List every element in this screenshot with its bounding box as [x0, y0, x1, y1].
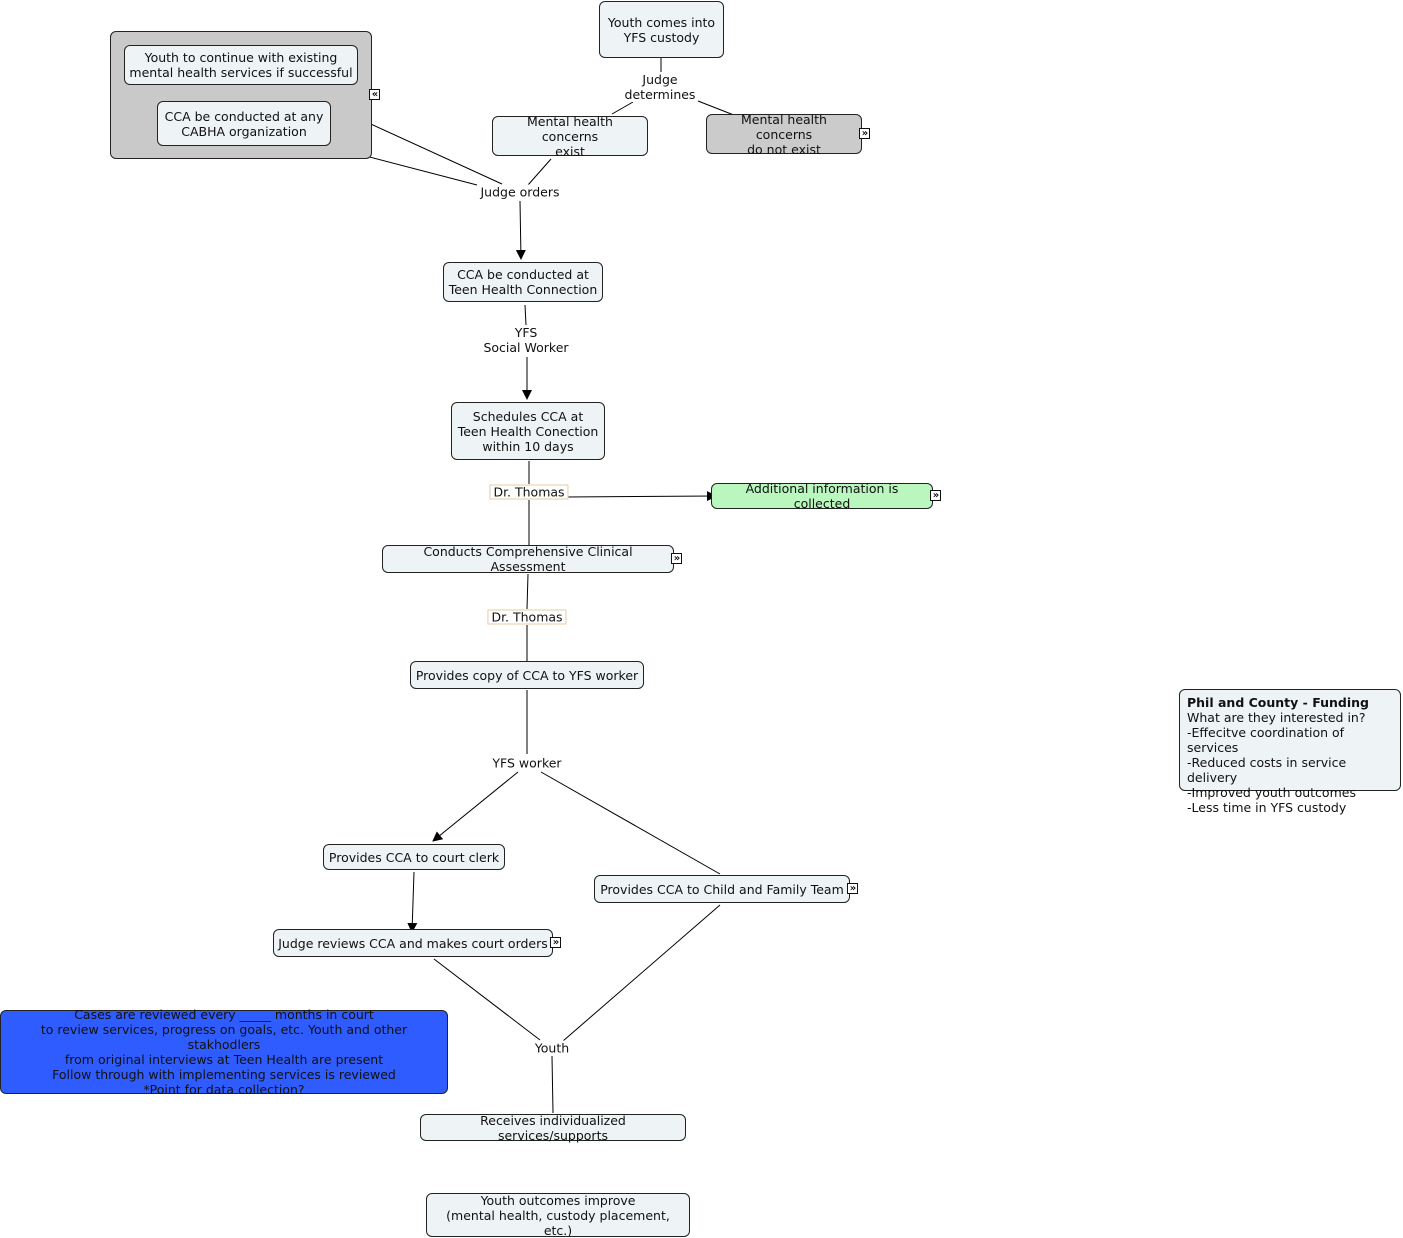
line-concerns-orders	[527, 158, 552, 186]
link-dr-thomas-2[interactable]: Dr. Thomas	[487, 609, 567, 625]
arrow-worker-clerk	[432, 771, 519, 842]
arrow-thomas-additional	[565, 491, 717, 502]
node-concerns-exist[interactable]: Mental health concerns exist	[492, 114, 648, 159]
line-team-youth	[562, 904, 721, 1042]
node-continue-services[interactable]: Youth to continue with existing mental h…	[124, 45, 358, 85]
link-judge-orders[interactable]: Judge orders	[478, 184, 562, 200]
expand-icon[interactable]: »	[930, 490, 941, 501]
node-court-clerk[interactable]: Provides CCA to court clerk	[323, 844, 505, 870]
node-funding[interactable]: Phil and County - Funding What are they …	[1179, 689, 1401, 815]
node-cca-teen-health[interactable]: CCA be conducted at Teen Health Connecti…	[443, 262, 603, 302]
node-cases-reviewed[interactable]: Cases are reviewed every _____ months in…	[0, 1007, 448, 1097]
line-worker-team	[540, 771, 721, 875]
line-youth-receives	[551, 1055, 554, 1114]
line-judge-concerns	[611, 101, 634, 115]
link-yfs-worker[interactable]: YFS worker	[490, 755, 564, 771]
arrow-orders-teenhealth	[515, 200, 526, 260]
link-yfs-social-worker[interactable]: YFS Social Worker	[481, 325, 571, 355]
link-judge-determines[interactable]: Judge determines	[622, 72, 698, 102]
line-conducts-thomas2	[526, 573, 529, 610]
funding-title: Phil and County - Funding	[1187, 695, 1369, 710]
funding-body: What are they interested in? -Effecitve …	[1187, 710, 1366, 815]
arrow-clerk-judge	[407, 871, 418, 933]
expand-icon[interactable]: »	[550, 937, 561, 948]
node-schedules-cca[interactable]: Schedules CCA at Teen Health Conection w…	[451, 402, 605, 460]
line-judge-youth	[433, 958, 541, 1041]
node-conducts-cca[interactable]: Conducts Comprehensive Clinical Assessme…	[382, 544, 674, 574]
link-dr-thomas-1[interactable]: Dr. Thomas	[489, 484, 569, 500]
link-youth[interactable]: Youth	[532, 1040, 572, 1056]
node-youth-custody[interactable]: Youth comes into YFS custody	[599, 1, 724, 58]
node-outcomes-improve[interactable]: Youth outcomes improve (mental health, c…	[426, 1193, 690, 1238]
expand-icon[interactable]: »	[671, 553, 682, 564]
node-receives-services[interactable]: Receives individualized services/support…	[420, 1113, 686, 1143]
expand-icon[interactable]: »	[847, 883, 858, 894]
node-concerns-not-exist[interactable]: Mental health concerns do not exist	[706, 112, 862, 157]
expand-icon[interactable]: »	[859, 128, 870, 139]
node-judge-reviews[interactable]: Judge reviews CCA and makes court orders	[273, 929, 553, 957]
node-provides-copy[interactable]: Provides copy of CCA to YFS worker	[410, 661, 644, 689]
collapse-icon[interactable]: «	[369, 89, 380, 100]
node-additional-info[interactable]: Additional information is collected	[711, 481, 933, 511]
node-child-family-team[interactable]: Provides CCA to Child and Family Team	[594, 875, 850, 903]
node-cca-cabha[interactable]: CCA be conducted at any CABHA organizati…	[157, 101, 331, 146]
line-teenhealth-sw	[524, 304, 527, 326]
